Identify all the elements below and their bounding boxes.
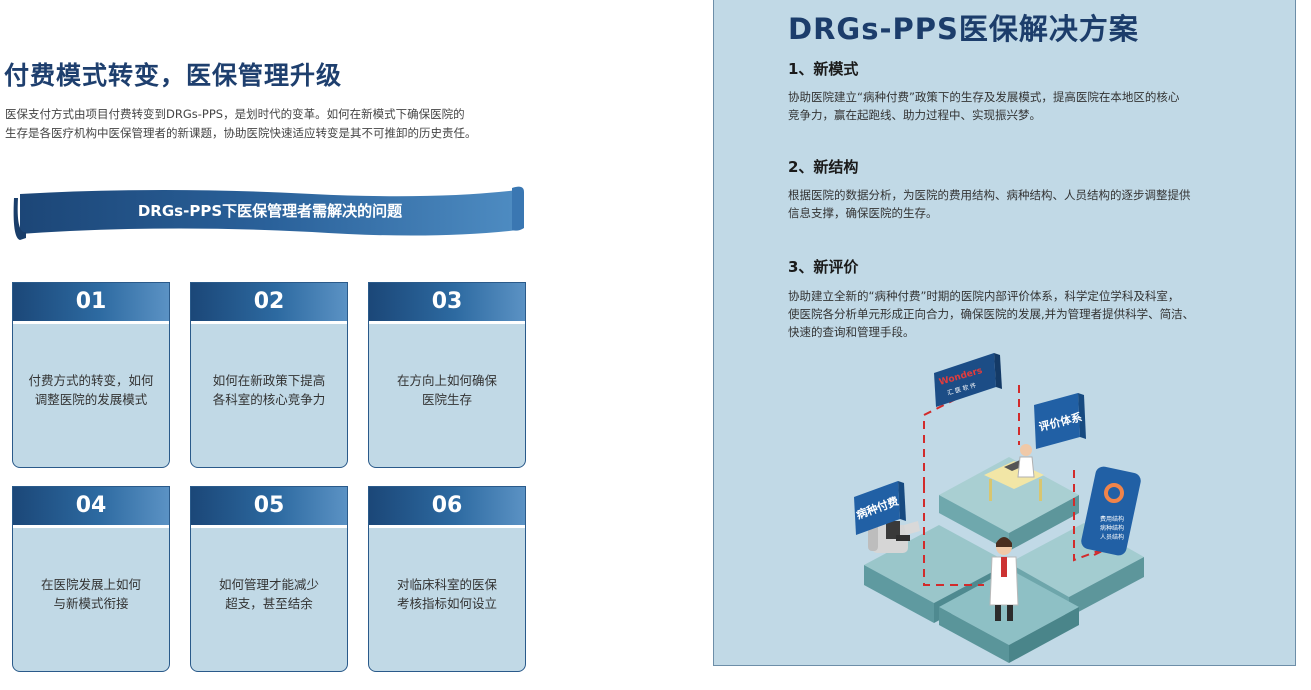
card-text: 如何在新政策下提高 各科室的核心竞争力 [212,373,326,407]
card-number: 04 [13,487,169,528]
svg-text:人员结构: 人员结构 [1100,533,1124,541]
card-text: 在医院发展上如何 与新模式衔接 [40,577,141,611]
problem-card-06: 06 对临床科室的医保 考核指标如何设立 [368,486,526,672]
intro-paragraph: 医保支付方式由项目付费转变到DRGs-PPS，是划时代的变革。如何在新模式下确保… [5,107,477,140]
problem-card-04: 04 在医院发展上如何 与新模式衔接 [12,486,170,672]
section-title-new-structure: 2、新结构 [788,158,859,176]
section-title-new-model: 1、新模式 [788,60,859,78]
left-panel: 付费模式转变，医保管理升级 医保支付方式由项目付费转变到DRGs-PPS，是划时… [0,0,560,690]
puzzle-piece-back [939,457,1079,551]
problem-card-01: 01 付费方式的转变，如何 调整医院的发展模式 [12,282,170,468]
card-text: 如何管理才能减少 超支，甚至结余 [218,577,319,611]
puzzle-illustration: Wonders 汇 医 软 件 评价体系 病种付费 费用结构 病种结构 人员结构 [854,353,1144,663]
card-number: 01 [13,283,169,324]
solution-title: DRGs-PPS医保解决方案 [788,12,1139,46]
problem-card-05: 05 如何管理才能减少 超支，甚至结余 [190,486,348,672]
card-number: 06 [369,487,525,528]
ribbon-shape [13,186,524,240]
section-text-new-evaluation: 协助建立全新的“病种付费”时期的医院内部评价体系，科学定位学科及科室， 使医院各… [788,289,1195,339]
svg-text:病种结构: 病种结构 [1100,524,1124,532]
doctor-figure [989,537,1019,621]
card-number: 02 [191,283,347,324]
logo-sign: Wonders 汇 医 软 件 [934,353,1002,407]
banner-title: DRGs-PPS下医保管理者需解决的问题 [137,202,403,220]
card-number: 05 [191,487,347,528]
card-text: 对临床科室的医保 考核指标如何设立 [396,577,497,611]
problem-banner: DRGs-PPS下医保管理者需解决的问题 [12,184,528,246]
solution-panel: DRGs-PPS医保解决方案 1、新模式 协助医院建立“病种付费”政策下的生存及… [713,0,1296,666]
svg-text:费用结构: 费用结构 [1100,515,1124,523]
disease-payment-sign: 病种付费 [854,481,906,535]
section-text-new-structure: 根据医院的数据分析，为医院的费用结构、病种结构、人员结构的逐步调整提供 信息支撑… [788,188,1191,220]
page-title: 付费模式转变，医保管理升级 [4,61,343,90]
evaluation-system-sign: 评价体系 [1034,393,1086,449]
problem-card-02: 02 如何在新政策下提高 各科室的核心竞争力 [190,282,348,468]
card-number: 03 [369,283,525,324]
section-title-new-evaluation: 3、新评价 [788,258,859,276]
section-text-new-model: 协助医院建立“病种付费”政策下的生存及发展模式，提高医院在本地区的核心 竞争力，… [788,90,1180,122]
card-text: 付费方式的转变，如何 调整医院的发展模式 [28,373,154,407]
structure-phone-sign: 费用结构 病种结构 人员结构 [1081,466,1141,556]
problem-card-03: 03 在方向上如何确保 医院生存 [368,282,526,468]
card-text: 在方向上如何确保 医院生存 [396,373,497,407]
desk-woman-laptop [984,444,1044,501]
